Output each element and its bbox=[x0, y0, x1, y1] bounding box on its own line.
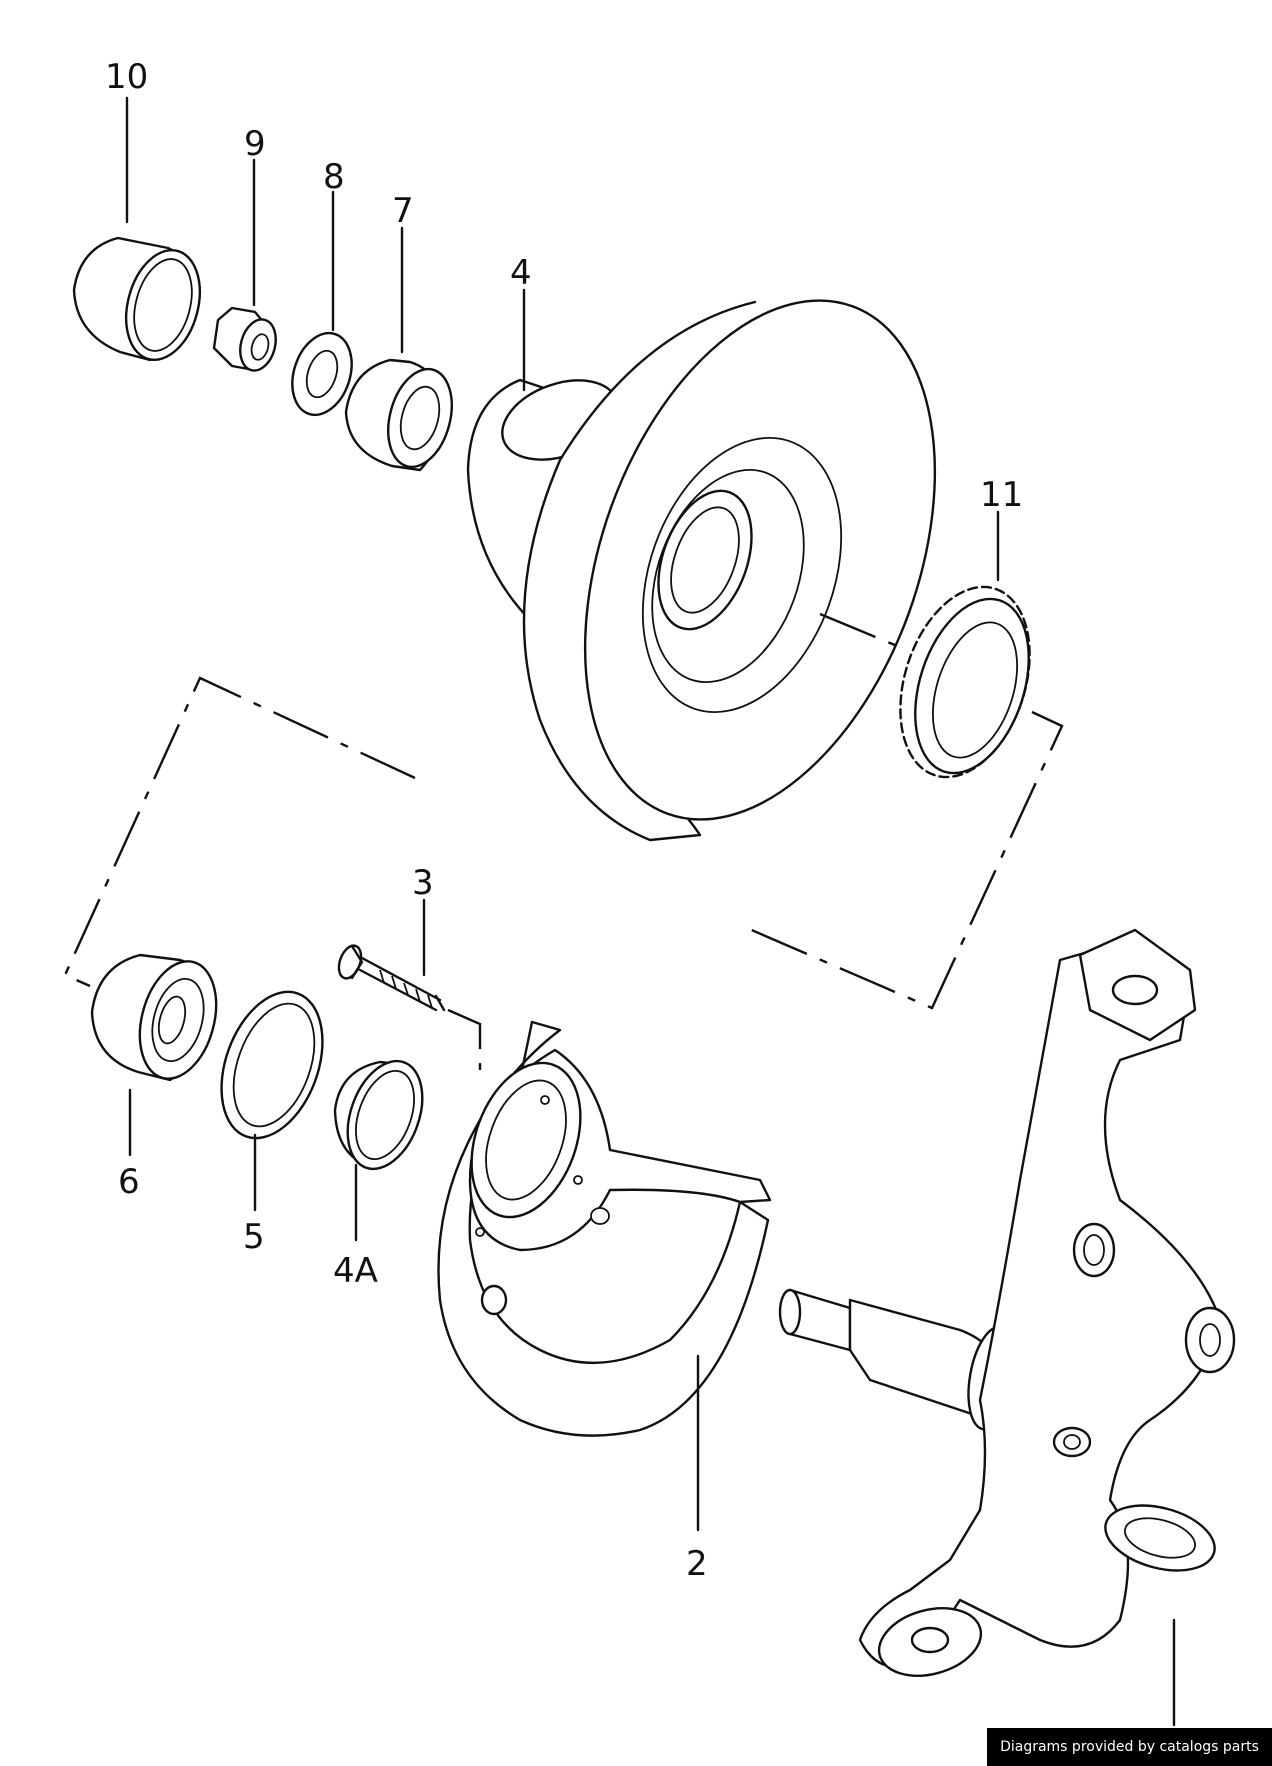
label-part-11: 11 bbox=[980, 475, 1023, 515]
assembly-loop-left bbox=[63, 676, 416, 988]
part-labels: 10 9 8 7 4 11 3 6 5 4A 2 1 bbox=[105, 57, 1186, 1766]
part-4a-spacer-sleeve bbox=[333, 1059, 424, 1171]
part-9-nut bbox=[212, 306, 277, 372]
part-3-bolt bbox=[337, 944, 482, 1070]
part-8-thrust-washer bbox=[291, 331, 353, 417]
credit-banner: Diagrams provided by catalogs parts bbox=[987, 1728, 1272, 1766]
assembly-loop-right bbox=[739, 710, 1064, 1010]
label-part-4: 4 bbox=[510, 253, 532, 293]
part-4-brake-disc-hub bbox=[466, 299, 937, 842]
label-part-9: 9 bbox=[244, 124, 266, 164]
label-part-7: 7 bbox=[392, 191, 414, 231]
part-10-dust-cap bbox=[72, 236, 201, 362]
label-part-5: 5 bbox=[243, 1217, 265, 1257]
part-2-splash-shield bbox=[437, 1020, 772, 1437]
label-part-3: 3 bbox=[412, 863, 434, 903]
leader-lines bbox=[125, 96, 1176, 1727]
part-5-seal bbox=[220, 990, 324, 1140]
label-part-8: 8 bbox=[323, 157, 345, 197]
label-part-4a: 4A bbox=[333, 1251, 378, 1291]
connector-disc-ring bbox=[819, 612, 903, 650]
label-part-10: 10 bbox=[105, 57, 148, 97]
label-part-2: 2 bbox=[686, 1544, 708, 1584]
part-6-inner-bearing bbox=[90, 953, 218, 1082]
part-1-steering-knuckle bbox=[778, 928, 1236, 1677]
part-7-outer-bearing bbox=[344, 358, 453, 472]
part-11-toothed-ring bbox=[899, 585, 1031, 779]
label-part-6: 6 bbox=[118, 1162, 140, 1202]
